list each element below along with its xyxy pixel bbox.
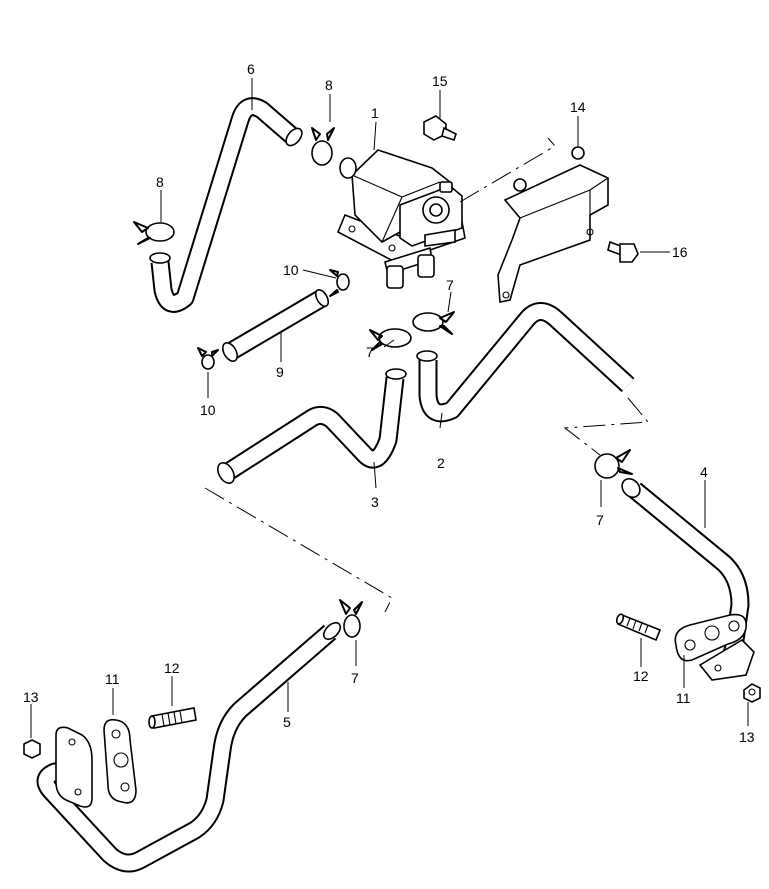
gasket-11-right [674,613,747,662]
bolt-16 [607,240,639,263]
bolt-15 [423,115,457,142]
callout-6: 6 [247,61,255,77]
hose-3 [217,368,407,484]
clamp-8-upper [311,127,335,166]
callout-16: 16 [672,244,688,260]
clamp-7-bottom [339,599,363,638]
callout-8-upper: 8 [325,77,333,93]
hose-6 [149,97,303,313]
callout-9: 9 [276,364,284,380]
assembly-dash-lines [204,137,650,613]
callout-12-left: 12 [164,660,180,676]
bracket-14 [497,146,609,303]
callout-7-bottom: 7 [351,670,359,686]
clamp-8-lower [133,221,175,245]
callout-11-right: 11 [676,690,691,706]
callout-13-right: 13 [739,729,755,745]
callout-12-right: 12 [633,668,649,684]
clamp-7-left [369,328,412,351]
clamp-10-upper [329,269,350,297]
pipe-9 [221,289,330,362]
callout-7-right: 7 [446,277,454,293]
hose-2 [416,302,635,423]
callout-7-left: 7 [366,344,374,360]
valve-1 [336,149,466,289]
nut-13-right [743,683,761,703]
callout-2: 2 [437,455,445,471]
callout-14: 14 [570,99,586,115]
callout-15: 15 [432,73,448,89]
stud-12-right [615,613,662,642]
callout-8-lower: 8 [156,174,164,190]
callout-4: 4 [700,464,708,480]
callout-3: 3 [371,494,379,510]
callout-7-mid-right: 7 [596,512,604,528]
leader-lines [30,78,749,738]
nut-13-left [23,739,41,759]
stud-12-left [148,707,197,729]
callout-5: 5 [283,714,291,730]
callout-1: 1 [371,105,379,121]
callout-11-left: 11 [105,671,120,687]
callout-13-left: 13 [23,689,39,705]
clamp-10-lower [197,347,219,370]
callout-10-upper: 10 [283,262,299,278]
gasket-11-left [103,718,137,804]
clamp-7-mid-right [594,449,633,479]
pipe-4 [621,477,755,681]
callout-10-lower: 10 [200,402,216,418]
callout-numbers: 1 2 3 4 5 6 7 7 7 7 8 8 9 10 10 11 11 12… [23,61,755,745]
clamp-7-right [412,311,455,335]
pipe-5 [36,621,342,873]
